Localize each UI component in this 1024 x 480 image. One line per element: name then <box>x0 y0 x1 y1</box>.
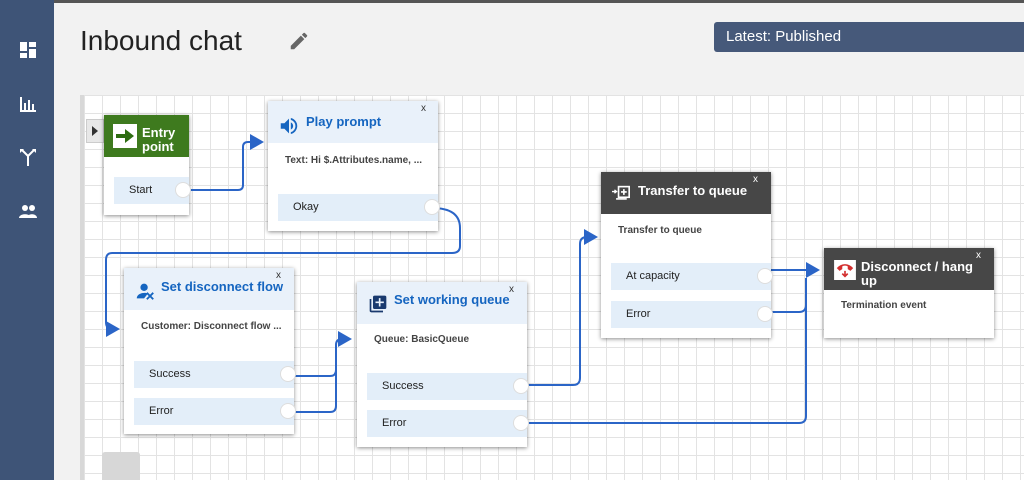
disconnect-hang-up-title: Disconnect / hang up <box>861 259 973 288</box>
transfer-error-branch[interactable]: Error <box>611 301 773 328</box>
play-prompt-subtitle: Text: Hi $.Attributes.name, ... <box>285 155 423 166</box>
okay-connector[interactable] <box>424 199 440 215</box>
top-border <box>0 0 1024 3</box>
set-working-queue-header: Set working queue x <box>357 282 527 324</box>
disconnect-hang-up-block[interactable]: Disconnect / hang up x Termination event <box>824 248 994 338</box>
transfer-to-queue-subtitle: Transfer to queue <box>618 225 702 236</box>
routing-icon[interactable] <box>18 147 38 167</box>
queue-error-connector[interactable] <box>513 415 529 431</box>
set-disconnect-flow-close[interactable]: x <box>276 270 281 281</box>
play-prompt-title: Play prompt <box>306 114 382 129</box>
users-icon[interactable] <box>18 201 38 221</box>
queue-success-label: Success <box>382 380 424 392</box>
entry-point-block[interactable]: Entry point Start <box>104 115 191 215</box>
disconnect-success-label: Success <box>149 368 191 380</box>
transfer-error-label: Error <box>626 308 651 320</box>
arrow-right-icon <box>113 124 137 148</box>
queue-success-branch[interactable]: Success <box>367 373 529 400</box>
edit-pencil-icon[interactable] <box>288 30 310 52</box>
user-disconnect-icon <box>136 283 154 300</box>
queue-error-label: Error <box>382 417 407 429</box>
disconnect-hang-up-subtitle: Termination event <box>841 300 927 311</box>
disconnect-hang-up-close[interactable]: x <box>976 250 981 261</box>
at-capacity-branch[interactable]: At capacity <box>611 263 773 290</box>
play-prompt-block[interactable]: Play prompt x Text: Hi $.Attributes.name… <box>268 101 440 231</box>
set-disconnect-flow-subtitle: Customer: Disconnect flow ... <box>141 321 282 332</box>
entry-point-header: Entry point <box>104 115 189 157</box>
play-prompt-header: Play prompt x <box>268 101 438 143</box>
page-title: Inbound chat <box>80 25 242 56</box>
collapse-panel-toggle[interactable] <box>86 119 104 143</box>
transfer-to-queue-block[interactable]: Transfer to queue x Transfer to queue At… <box>601 172 773 338</box>
published-status-bar[interactable]: Latest: Published <box>714 22 1024 52</box>
queue-error-branch[interactable]: Error <box>367 410 529 437</box>
transfer-to-queue-title: Transfer to queue <box>638 183 748 198</box>
start-branch-label: Start <box>129 184 153 196</box>
disconnect-hang-up-header: Disconnect / hang up x <box>824 248 994 290</box>
set-working-queue-subtitle: Queue: BasicQueue <box>374 334 470 345</box>
transfer-to-queue-close[interactable]: x <box>753 174 758 185</box>
speaker-icon <box>280 117 298 135</box>
disconnect-success-branch[interactable]: Success <box>134 361 296 388</box>
disconnect-error-connector[interactable] <box>280 403 296 419</box>
okay-branch-label: Okay <box>293 201 319 213</box>
transfer-error-connector[interactable] <box>757 306 773 322</box>
set-disconnect-flow-title: Set disconnect flow <box>161 279 284 294</box>
transfer-queue-icon <box>612 185 630 200</box>
disconnect-error-branch[interactable]: Error <box>134 398 296 425</box>
sidebar <box>0 0 54 480</box>
play-prompt-close[interactable]: x <box>421 103 426 114</box>
queue-success-connector[interactable] <box>513 378 529 394</box>
disconnect-error-label: Error <box>149 405 174 417</box>
set-disconnect-flow-header: Set disconnect flow x <box>124 268 294 310</box>
at-capacity-connector[interactable] <box>757 268 773 284</box>
queue-add-icon <box>369 295 387 313</box>
set-working-queue-close[interactable]: x <box>509 284 514 295</box>
transfer-to-queue-header: Transfer to queue x <box>601 172 771 214</box>
okay-branch[interactable]: Okay <box>278 194 440 221</box>
start-branch[interactable]: Start <box>114 177 191 204</box>
set-working-queue-title: Set working queue <box>394 292 510 307</box>
metrics-icon[interactable] <box>18 94 38 114</box>
at-capacity-label: At capacity <box>626 270 680 282</box>
entry-point-title: Entry point <box>142 125 176 154</box>
hang-up-phone-icon <box>834 260 856 280</box>
disconnect-success-connector[interactable] <box>280 366 296 382</box>
dashboard-icon[interactable] <box>18 40 38 60</box>
set-working-queue-block[interactable]: Set working queue x Queue: BasicQueue Su… <box>357 282 529 447</box>
set-disconnect-flow-block[interactable]: Set disconnect flow x Customer: Disconne… <box>124 268 296 434</box>
start-connector[interactable] <box>175 182 191 198</box>
partial-block-placeholder <box>102 452 140 480</box>
